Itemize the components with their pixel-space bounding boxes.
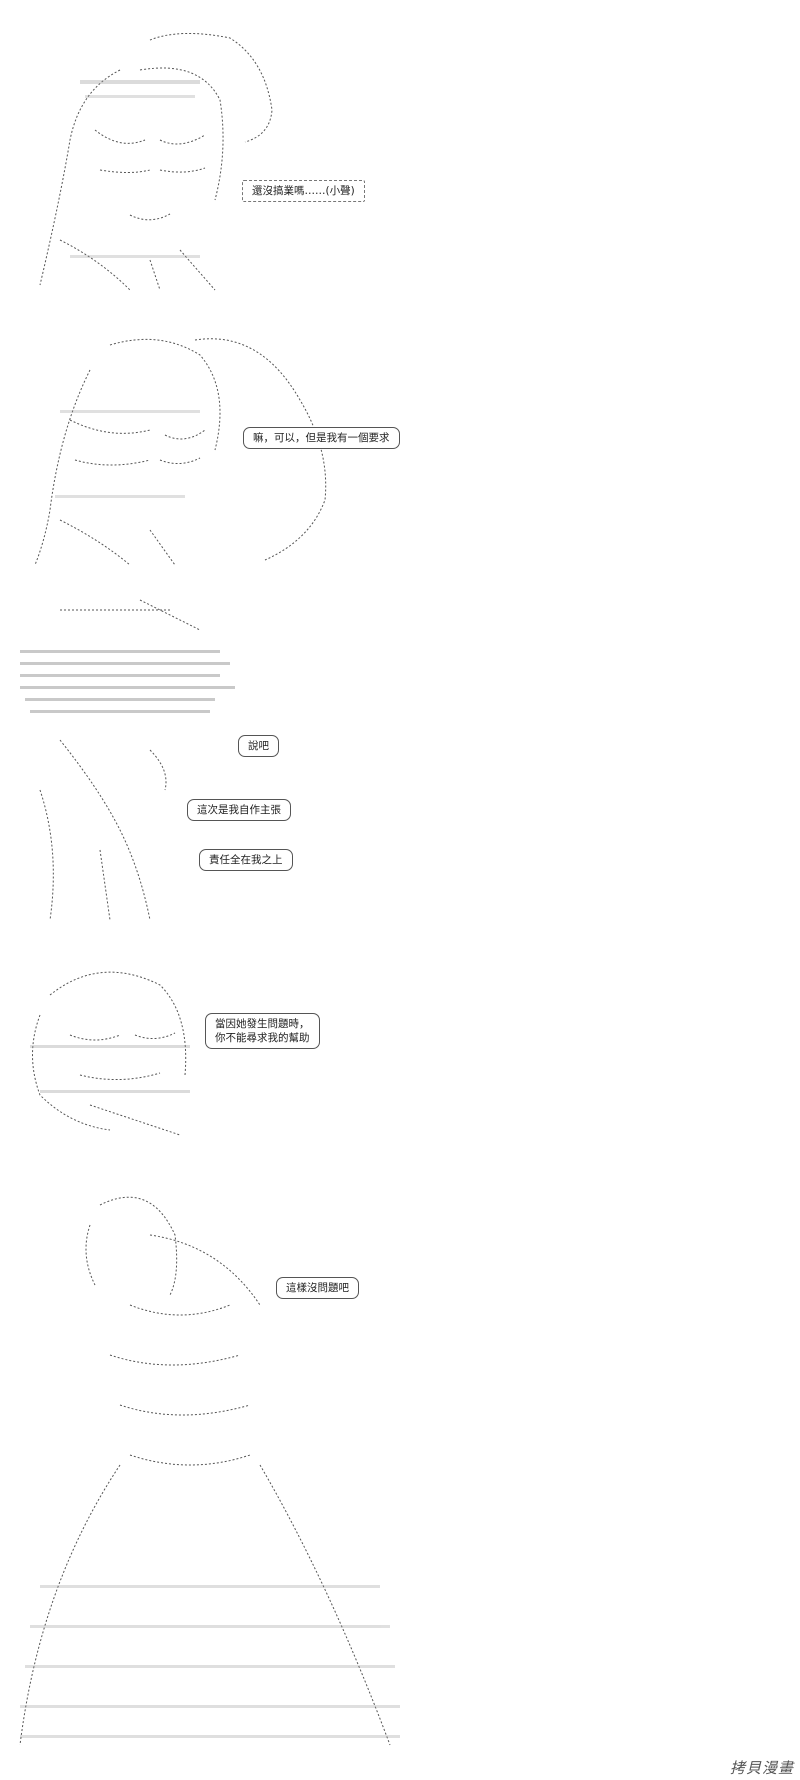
speech-bubble: 這樣沒問題吧 <box>276 1277 359 1299</box>
bubble-text: 嘛，可以，但是我有一個要求 <box>253 432 390 444</box>
bubble-text: 你不能尋求我的幫助 <box>215 1032 310 1044</box>
bubble-text: 還沒搞業嗎……(小聲) <box>252 185 355 197</box>
bubble-text: 這樣沒問題吧 <box>286 1282 349 1294</box>
bubble-text: 這次是我自作主張 <box>197 804 281 816</box>
panel-3: 說吧 這次是我自作主張 責任全在我之上 <box>0 590 340 930</box>
ascii-art-character-3 <box>20 599 235 921</box>
watermark: 拷貝漫畫 <box>729 1759 794 1777</box>
ascii-art-character-5 <box>19 1196 400 1746</box>
ascii-art-character-4 <box>30 971 190 1136</box>
speech-bubble: 這次是我自作主張 <box>187 799 291 821</box>
panel-2: 嘛，可以，但是我有一個要求 <box>0 310 440 575</box>
ascii-art-girl-1 <box>39 33 273 291</box>
speech-bubble: 責任全在我之上 <box>199 849 293 871</box>
speech-bubble: 還沒搞業嗎……(小聲) <box>242 180 365 202</box>
speech-bubble: 嘛，可以，但是我有一個要求 <box>243 427 400 449</box>
ascii-art-girl-2 <box>34 338 327 566</box>
panel-1: 還沒搞業嗎……(小聲) <box>0 0 420 300</box>
speech-bubble: 說吧 <box>238 735 279 757</box>
bubble-text: 說吧 <box>248 740 269 752</box>
panel-5: 這樣沒問題吧 <box>0 1165 440 1765</box>
bubble-text: 當因她發生問題時， <box>215 1018 310 1030</box>
speech-bubble: 當因她發生問題時， 你不能尋求我的幫助 <box>205 1013 320 1049</box>
panel-4: 當因她發生問題時， 你不能尋求我的幫助 <box>0 955 360 1145</box>
bubble-text: 責任全在我之上 <box>209 854 283 866</box>
